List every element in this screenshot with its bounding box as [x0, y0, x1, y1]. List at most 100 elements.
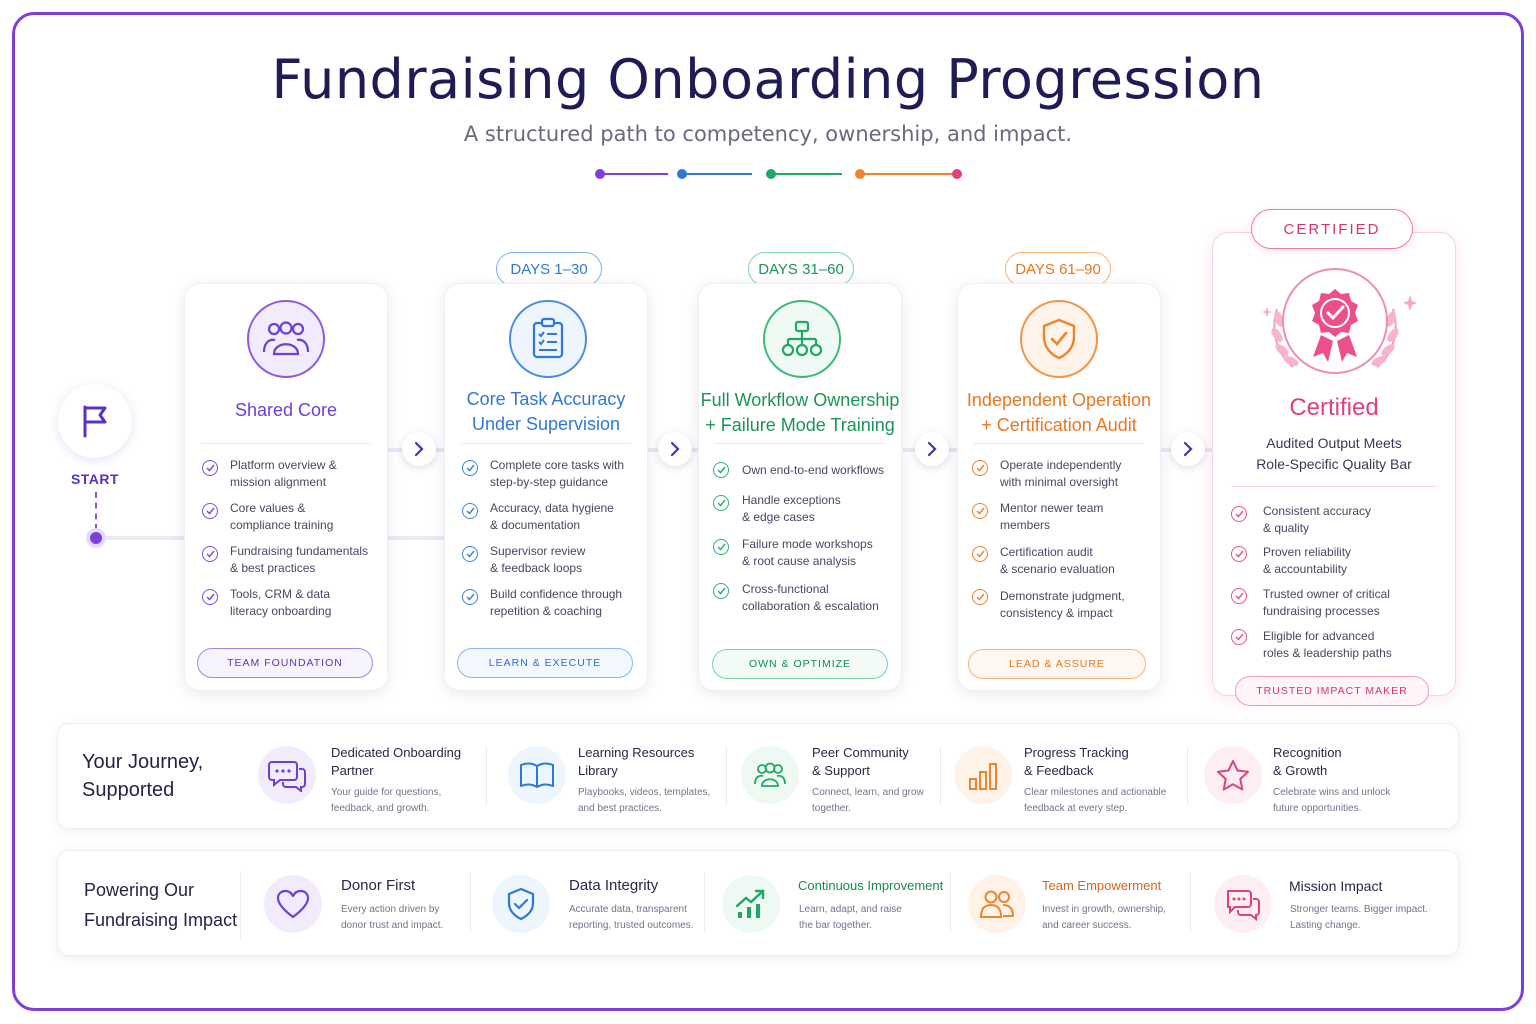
checklist-item: Certification audit& scenario evaluation [1000, 545, 1115, 576]
days-pill: DAYS 31–60 [748, 252, 854, 286]
check-icon [1231, 588, 1247, 604]
days-pill: DAYS 1–30 [496, 252, 602, 286]
people-icon [968, 875, 1026, 933]
chevron-right-icon [1183, 441, 1193, 457]
checklist-item: Own end-to-end workflows [742, 463, 885, 477]
start-marker [58, 384, 132, 458]
check-icon [1231, 546, 1247, 562]
team-icon [247, 300, 325, 378]
check-icon [1231, 629, 1247, 645]
check-icon [202, 460, 218, 476]
start-dashed-line [95, 492, 97, 530]
start-connector [106, 536, 186, 540]
checklist-item: Platform overview &mission alignment [230, 458, 337, 489]
separator [240, 871, 241, 939]
next-arrow-4[interactable] [1171, 432, 1205, 466]
days-pill: DAYS 61–90 [1005, 252, 1111, 286]
chat-bubbles-icon [258, 746, 316, 804]
check-icon [713, 539, 729, 555]
stage-badge: TRUSTED IMPACT MAKER [1235, 676, 1429, 706]
check-icon [972, 546, 988, 562]
divider [1231, 486, 1437, 487]
heart-icon [264, 875, 322, 933]
check-icon [1231, 506, 1247, 522]
value-title: Continuous Improvement [798, 878, 944, 893]
support-item-desc: Your guide for questions,feedback, and g… [331, 787, 442, 814]
check-icon [462, 546, 478, 562]
checklist-item: Proven reliability& accountability [1263, 545, 1352, 576]
value-title: Donor First [341, 877, 416, 894]
checklist-item: Consistent accuracy& quality [1263, 504, 1372, 535]
check-icon [713, 462, 729, 478]
checklist-item: Accuracy, data hygiene& documentation [490, 501, 614, 532]
divider [201, 443, 371, 444]
journey-supported-band: Your Journey,Supported Dedicated Onboard… [57, 723, 1459, 829]
checklist-item: Core values &compliance training [230, 501, 334, 532]
check-icon [972, 460, 988, 476]
value-desc: Invest in growth, ownership,and career s… [1042, 904, 1166, 931]
check-icon [202, 589, 218, 605]
next-arrow-2[interactable] [658, 432, 692, 466]
connector-lower [388, 536, 444, 540]
page-title: Fundraising Onboarding Progression [271, 48, 1265, 111]
separator [726, 746, 727, 806]
shield-check-icon [492, 875, 550, 933]
next-arrow-1[interactable] [402, 432, 436, 466]
stage-card-full-workflow: Full Workflow Ownership+ Failure Mode Tr… [698, 283, 902, 691]
value-desc: Stronger teams. Bigger impact.Lasting ch… [1290, 904, 1428, 931]
separator [704, 873, 705, 933]
value-title: Team Empowerment [1042, 878, 1162, 893]
growth-chart-icon [722, 875, 780, 933]
next-arrow-3[interactable] [915, 432, 949, 466]
start-label: START [70, 471, 120, 487]
divider [715, 443, 885, 444]
stage-badge: OWN & OPTIMIZE [712, 649, 888, 679]
chat-heart-icon [1214, 875, 1272, 933]
open-book-icon [508, 746, 566, 804]
check-icon [972, 503, 988, 519]
page-subtitle: A structured path to competency, ownersh… [463, 122, 1073, 146]
stage-card-shared-core: Shared Core Platform overview &mission a… [184, 283, 388, 691]
separator [940, 746, 941, 806]
chevron-right-icon [414, 441, 424, 457]
support-item-title: Recognition& Growth [1273, 745, 1342, 778]
stage-badge: LEAD & ASSURE [968, 649, 1146, 679]
star-icon [1204, 746, 1262, 804]
award-ribbon-icon [1262, 268, 1417, 374]
flag-icon [83, 405, 107, 438]
chevron-right-icon [670, 441, 680, 457]
divider [974, 443, 1144, 444]
stage-badge: LEARN & EXECUTE [457, 648, 633, 678]
check-icon [713, 583, 729, 599]
divider [461, 443, 631, 444]
checklist-item: Supervisor review& feedback loops [490, 544, 586, 575]
support-item-desc: Playbooks, videos, templates,and best pr… [578, 787, 711, 814]
stage-title: Independent Operation+ Certification Aud… [966, 390, 1152, 435]
separator [1190, 873, 1191, 933]
check-icon [202, 546, 218, 562]
certified-pill: CERTIFIED [1251, 209, 1413, 249]
stage-card-independent-operation: Independent Operation+ Certification Aud… [957, 283, 1161, 691]
shield-check-icon [1020, 300, 1098, 378]
color-progress-decoration [595, 169, 962, 179]
